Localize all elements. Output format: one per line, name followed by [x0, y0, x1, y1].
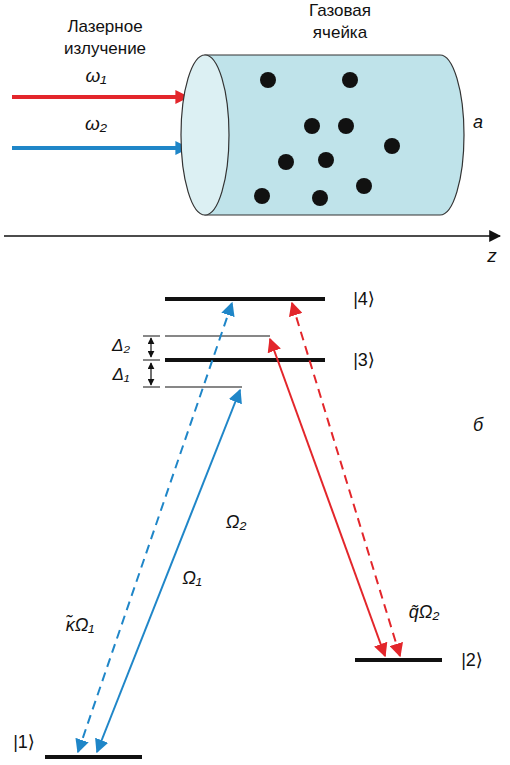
frequency-label: ω₂	[85, 113, 107, 135]
detuning-label: Δ₁	[113, 364, 130, 386]
transition-dashed-blue	[78, 303, 232, 752]
transition-blue	[97, 390, 240, 752]
rabi-label: q̃Ω₂	[409, 601, 440, 623]
laser-beam-blue	[12, 146, 188, 150]
axis-label: z	[487, 245, 497, 267]
gas-cell: Газовая ячейка	[205, 0, 475, 50]
detuning-label: Δ₂	[112, 335, 130, 357]
rabi-label: Ω₂	[226, 511, 247, 533]
level-4	[165, 297, 325, 301]
state-label: |1⟩	[13, 731, 35, 753]
detuning-arrow	[150, 363, 151, 385]
state-label: |2⟩	[461, 649, 483, 671]
frequency-label: ω₁	[86, 65, 107, 87]
virtual-level-upper	[165, 335, 270, 336]
detuning-arrow	[150, 338, 151, 357]
detuning-tick	[143, 360, 160, 361]
virtual-level-lower	[165, 386, 242, 387]
z-axis	[4, 235, 500, 236]
transition-dashed-red	[292, 303, 400, 656]
rabi-label: κ̃Ω₁	[66, 614, 94, 636]
atoms	[254, 72, 400, 206]
detuning-tick	[143, 336, 160, 337]
level-2	[355, 658, 442, 662]
level-3	[165, 358, 325, 362]
cell-title: Газовая ячейка	[288, 0, 392, 44]
laser-beam-red	[12, 95, 188, 99]
state-label: |4⟩	[353, 288, 375, 310]
state-label: |3⟩	[353, 349, 375, 371]
panel-letter: б	[473, 414, 483, 436]
panel-letter: a	[473, 111, 483, 133]
detuning-tick	[143, 387, 160, 388]
cell-window	[181, 55, 229, 215]
level-1	[45, 755, 142, 759]
beam-caption: Лазерное излучение	[50, 16, 160, 60]
rabi-label: Ω₁	[182, 567, 201, 589]
cell-body	[205, 55, 464, 215]
transition-red	[270, 339, 385, 656]
